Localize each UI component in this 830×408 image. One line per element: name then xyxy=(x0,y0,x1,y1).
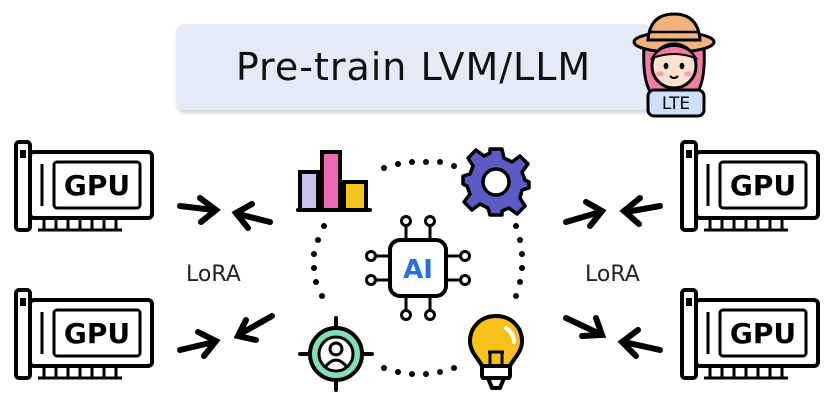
lte-badge-label: LTE xyxy=(662,94,690,114)
arrow-right-bottom-outer xyxy=(617,327,663,359)
arrow-right-top-outer xyxy=(619,195,663,227)
lte-badge: LTE xyxy=(646,88,706,118)
arrow-left-bottom-outer xyxy=(233,313,275,343)
gpu-card-bottom-left: GPU xyxy=(14,288,154,380)
gear-icon xyxy=(461,147,531,217)
dotted-connection-ring xyxy=(311,159,525,377)
arrow-left-bottom-inner xyxy=(177,329,221,359)
lightbulb-icon xyxy=(468,314,524,390)
lora-label-left: LoRA xyxy=(186,262,241,287)
gpu-label: GPU xyxy=(730,169,796,202)
arrow-left-top-inner xyxy=(177,195,221,225)
ai-chip: AI xyxy=(365,215,471,321)
arrow-right-top-inner xyxy=(563,199,607,229)
gpu-card-bottom-right: GPU xyxy=(680,288,820,380)
arrow-left-top-outer xyxy=(231,201,273,231)
mascot-icon xyxy=(632,12,716,98)
gpu-label: GPU xyxy=(64,169,130,202)
gpu-card-top-right: GPU xyxy=(680,140,820,232)
arrow-right-bottom-inner xyxy=(563,315,607,339)
gpu-card-top-left: GPU xyxy=(14,140,154,232)
gpu-label: GPU xyxy=(730,317,796,350)
gpu-label: GPU xyxy=(64,317,130,350)
user-target-icon xyxy=(298,316,374,392)
lora-label-right: LoRA xyxy=(585,262,640,287)
chip-pins xyxy=(365,215,471,321)
title: Pre-train LVM/LLM xyxy=(235,45,592,89)
title-box: Pre-train LVM/LLM xyxy=(176,24,651,110)
mascot: LTE xyxy=(632,12,716,118)
bar-chart-icon xyxy=(296,150,372,212)
ai-chip-label: AI xyxy=(403,255,433,285)
